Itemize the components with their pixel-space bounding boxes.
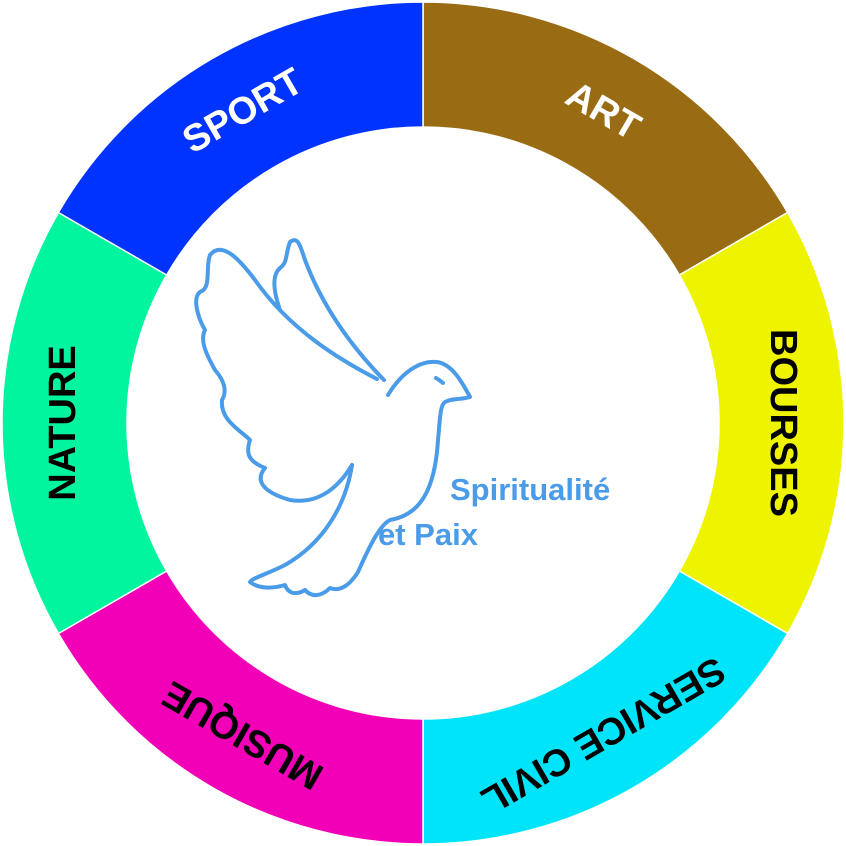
segment-nature	[1, 211, 168, 635]
segment-service-civil	[422, 569, 789, 845]
logo-line-1: Spiritualité	[450, 472, 610, 507]
segment-art	[422, 1, 789, 277]
segment-label-nature: NATURE	[42, 345, 84, 501]
logo-line-2: et Paix	[378, 517, 479, 552]
segment-sport	[57, 1, 424, 277]
segment-musique	[57, 569, 424, 845]
segment-bourses	[678, 211, 845, 635]
segment-label-bourses: BOURSES	[762, 329, 804, 517]
dove-icon	[194, 238, 472, 597]
